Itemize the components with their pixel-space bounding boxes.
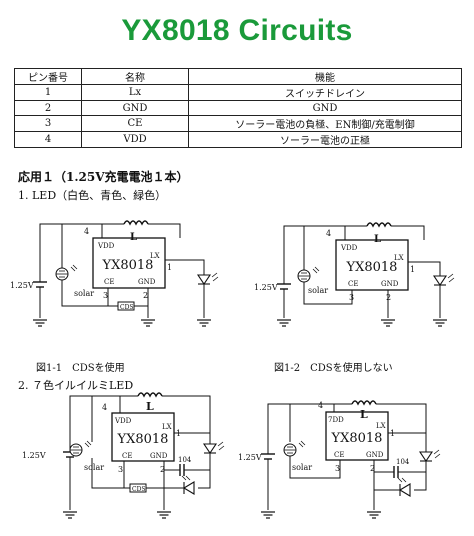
chip-yx8018 — [92, 237, 166, 289]
table-row: 3 CE ソーラー電池の負極、EN制御/充電制御 — [14, 115, 462, 132]
pin-2-number: 2 — [386, 293, 391, 302]
pin-4-number: 4 — [326, 229, 331, 238]
battery-label: 1.25V — [10, 281, 34, 290]
pin-ce-label: CE — [348, 280, 358, 288]
pin-4-number: 4 — [102, 403, 107, 412]
ground-symbol — [366, 511, 382, 519]
ground-symbol — [276, 319, 292, 327]
pin-3-number: 3 — [103, 291, 108, 300]
circuit-2-2: YX8018 7DD LX CE GND 4 1 3 2 L 1.25V sol… — [238, 400, 441, 519]
table-header-row: ピン番号 名称 機能 — [14, 68, 462, 85]
ground-symbol — [196, 319, 212, 327]
pin-3-number: 3 — [335, 464, 340, 473]
pin-vdd-label: VDD — [114, 417, 132, 425]
solar-label: solar — [74, 289, 94, 298]
pin-1-number: 1 — [167, 263, 172, 272]
table-row: 4 VDD ソーラー電池の正極 — [14, 131, 462, 148]
led-symbol — [397, 477, 411, 497]
battery-symbol — [260, 453, 276, 460]
battery-symbol — [32, 281, 48, 288]
pin-1-number: 1 — [410, 265, 415, 274]
inductor-label: L — [374, 234, 381, 245]
battery-symbol — [276, 283, 292, 290]
pin-ce-label: CE — [334, 451, 344, 459]
page-title: YX8018 Circuits — [121, 14, 353, 47]
circuit-1-1: YX8018 VDD LX CE GND 4 1 3 2 L 1.25V sol… — [10, 220, 219, 327]
pin-lx-label: LX — [394, 254, 404, 262]
inductor-label: L — [146, 400, 154, 413]
ground-symbol — [140, 319, 156, 327]
led-symbol — [197, 272, 219, 285]
pin-gnd-label: GND — [138, 278, 156, 286]
pin-gnd-label: GND — [366, 451, 384, 459]
pin-lx-label: LX — [150, 252, 160, 260]
ground-symbol — [260, 511, 276, 519]
pin-2-number: 2 — [160, 465, 165, 474]
battery-label: 1.25V — [22, 451, 46, 460]
pin-vdd-label: VDD — [97, 242, 115, 250]
solar-label: solar — [308, 286, 328, 295]
solar-cell-symbol — [55, 264, 78, 281]
pin-lx-label: LX — [376, 422, 386, 430]
chip-label: YX8018 — [331, 431, 383, 446]
pin-4-number: 4 — [84, 227, 89, 236]
pin-3-number: 3 — [118, 465, 123, 474]
pin-vdd-label: 7DD — [328, 416, 344, 424]
ground-symbol — [62, 511, 78, 519]
ground-symbol — [380, 319, 396, 327]
chip-yx8018 — [111, 412, 175, 462]
inductor-symbol — [351, 400, 377, 405]
chip-label: YX8018 — [117, 432, 169, 447]
led-symbol — [203, 441, 225, 454]
pin-gnd-label: GND — [381, 280, 399, 288]
pin-4-number: 4 — [318, 401, 323, 410]
chip-label: YX8018 — [102, 258, 154, 273]
battery-label: 1.25V — [254, 283, 278, 292]
capacitor-label: 104 — [396, 458, 410, 466]
led-symbol — [181, 475, 195, 495]
solar-label: solar — [84, 463, 104, 472]
pin-ce-label: CE — [104, 278, 114, 286]
pin-gnd-label: GND — [150, 452, 168, 460]
solar-cell-symbol — [69, 440, 92, 457]
solar-cell-symbol — [297, 266, 320, 283]
pin-2-number: 2 — [143, 291, 148, 300]
chip-yx8018 — [335, 239, 409, 291]
inductor-label: L — [130, 232, 137, 243]
cds-label: CDS — [120, 304, 134, 311]
chip-label: YX8018 — [346, 260, 398, 275]
ground-symbol — [32, 319, 48, 327]
inductor-label: L — [360, 408, 368, 421]
section-1-heading: 1. LED（白色、青色、緑色） — [18, 189, 167, 202]
battery-label: 1.25V — [238, 453, 262, 462]
circuit-1-2: YX8018 VDD LX CE GND 4 1 3 2 L 1.25V sol… — [254, 222, 455, 327]
ground-symbol — [432, 319, 448, 327]
section-2-heading: 2. ７色イルイルミLED — [18, 379, 134, 392]
application-title: 応用１（1.25V充電電池１本） — [18, 170, 189, 184]
figure-1-2-caption: 図1-2 CDSを使用しない — [274, 363, 393, 374]
pin-vdd-label: VDD — [340, 244, 358, 252]
capacitor-label: 104 — [178, 456, 192, 464]
inductor-symbol — [137, 392, 163, 397]
ground-symbol — [156, 511, 172, 519]
pin-table: ピン番号 名称 機能 1 Lx スイッチドレイン 2 GND GND 3 CE … — [14, 68, 462, 148]
chip-yx8018 — [325, 411, 389, 461]
inductor-symbol — [123, 220, 149, 225]
led-symbol — [419, 449, 441, 462]
pin-2-number: 2 — [370, 464, 375, 473]
figure-1-1-caption: 図1-1 CDSを使用 — [36, 363, 125, 374]
solar-label: solar — [292, 463, 312, 472]
cds-label: CDS — [132, 486, 146, 493]
solar-cell-symbol — [283, 440, 306, 457]
circuit-2-1: YX8018 VDD LX CE GND 4 1 3 2 L 1.25V sol… — [22, 392, 225, 519]
led-symbol — [433, 273, 455, 286]
pin-lx-label: LX — [162, 423, 172, 431]
cell-function: ソーラー電池の正極 — [188, 131, 462, 148]
inductor-symbol — [366, 222, 392, 227]
pin-ce-label: CE — [122, 452, 132, 460]
